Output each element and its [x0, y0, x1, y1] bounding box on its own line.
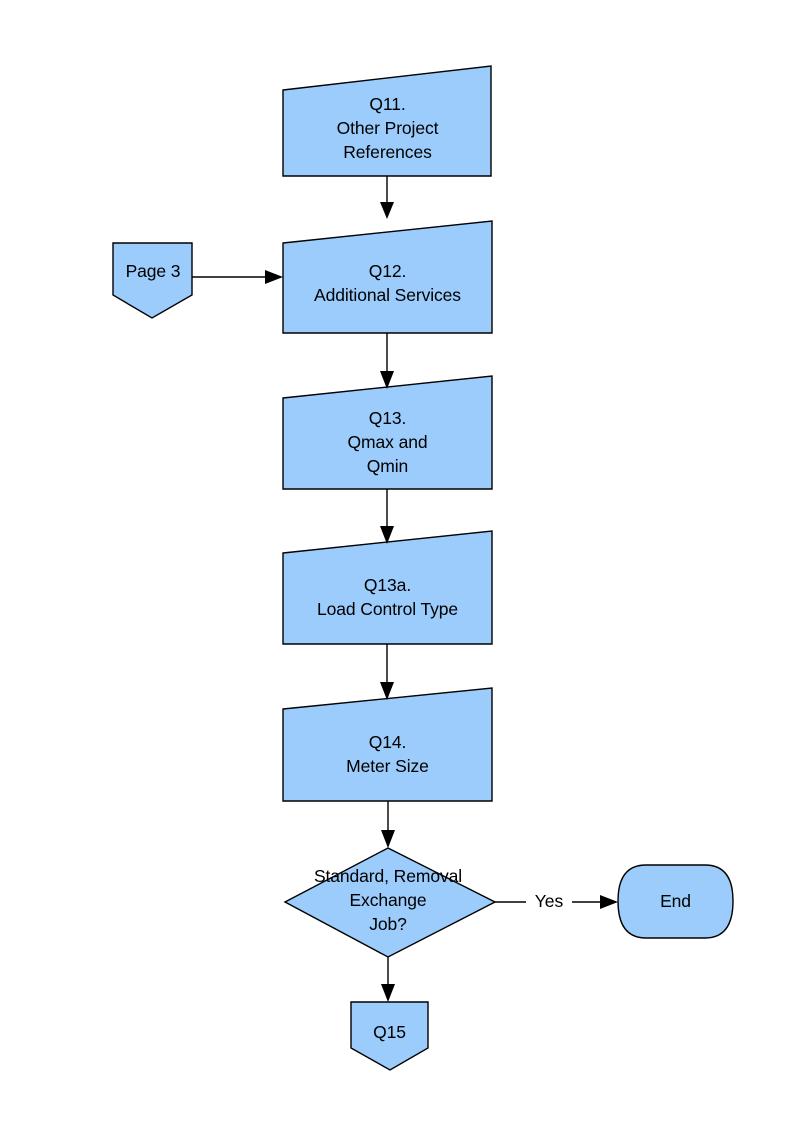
edge-page3-to-q12 [192, 270, 283, 284]
node-q11-shape[interactable] [282, 65, 492, 177]
edge-q14-to-decision [381, 801, 395, 848]
edge-decision-to-end [495, 895, 618, 909]
edge-q11-to-q12 [380, 176, 394, 219]
node-q15-shape[interactable] [350, 1001, 429, 1071]
node-decision-shape[interactable] [283, 847, 497, 958]
edge-q12-to-q13 [380, 333, 394, 389]
node-q13a-shape[interactable] [282, 530, 493, 645]
edge-label-yes: Yes [534, 891, 564, 911]
edge-decision-to-q15 [381, 957, 395, 1002]
node-page3-shape[interactable] [112, 242, 193, 319]
edge-q13-to-q13a [380, 489, 394, 544]
node-q13-shape[interactable] [282, 375, 493, 490]
edge-q13a-to-q14 [380, 644, 394, 700]
node-end-shape[interactable] [617, 864, 734, 939]
node-q12-shape[interactable] [282, 220, 493, 334]
node-q14-shape[interactable] [282, 687, 493, 802]
